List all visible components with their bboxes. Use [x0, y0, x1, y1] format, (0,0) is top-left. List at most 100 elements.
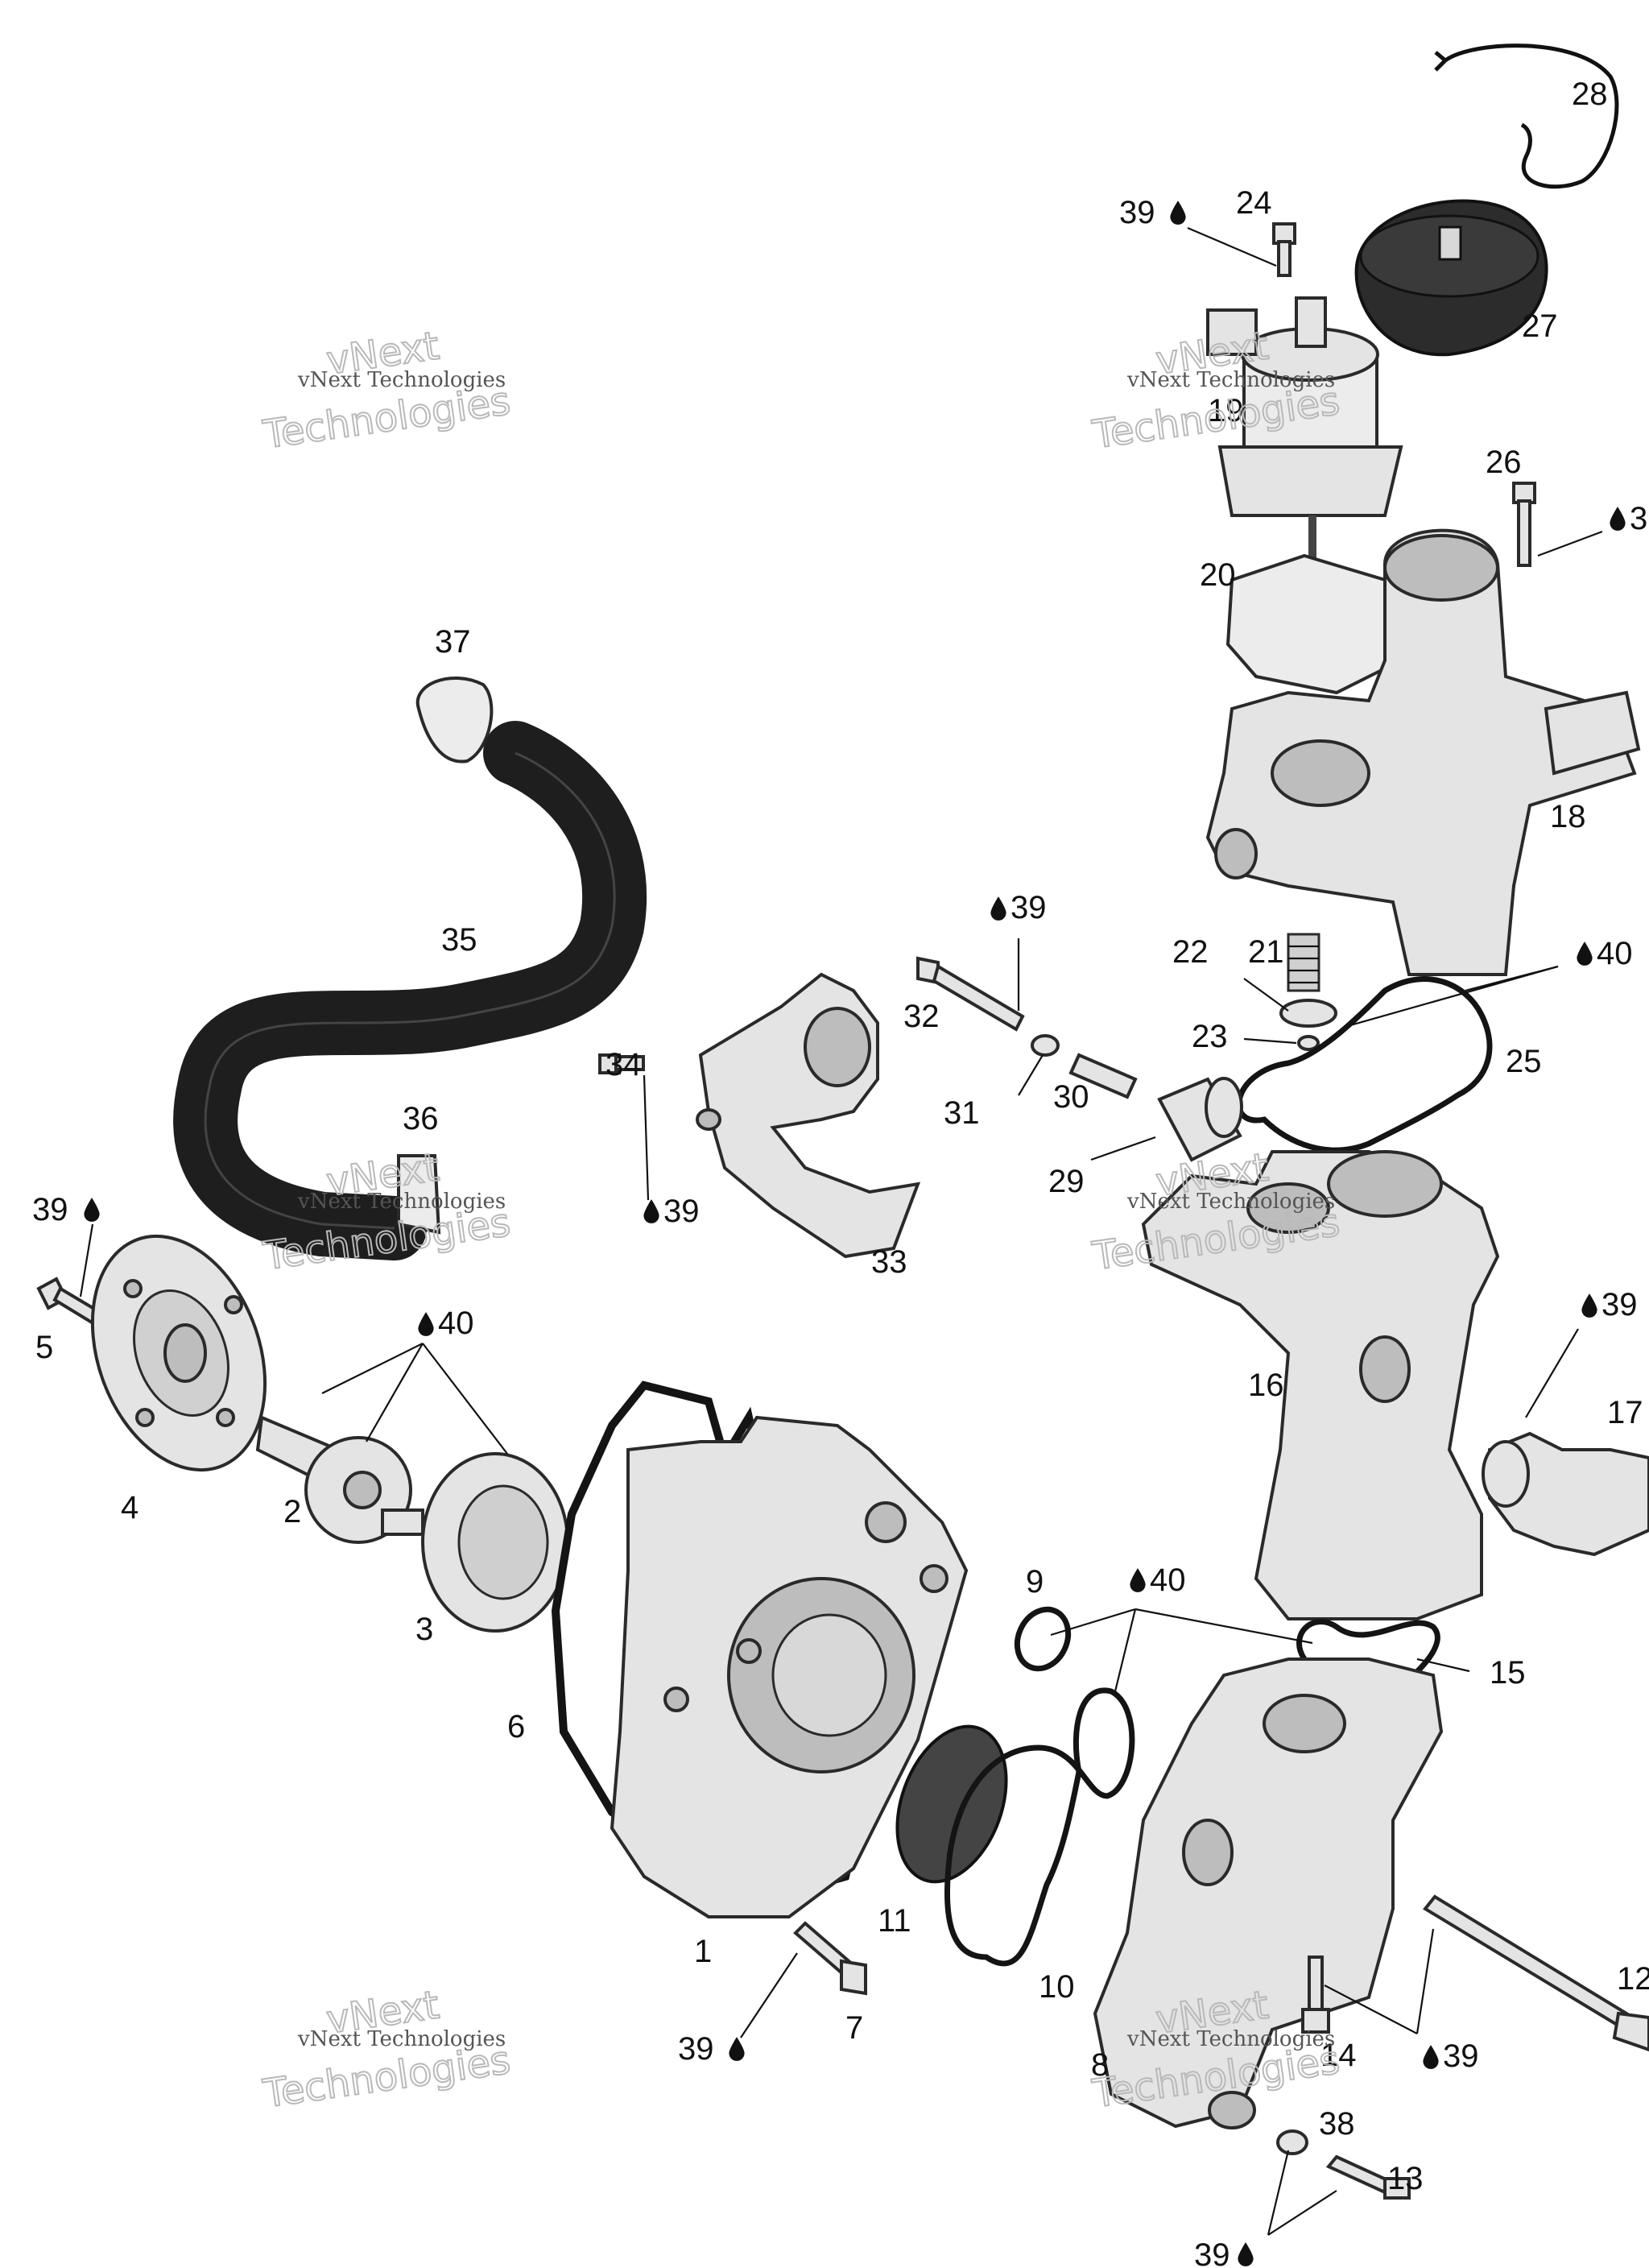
callout-4: 4: [121, 1490, 138, 1525]
bolt-32: [916, 956, 1025, 1032]
svg-text:vNext Technologies: vNext Technologies: [297, 368, 506, 392]
watermark: vNext vNext Technologies Technologies: [259, 1981, 514, 2117]
callout-5: 5: [35, 1330, 53, 1365]
svg-text:39: 39: [1194, 2237, 1230, 2268]
bolt-14: [1301, 1956, 1330, 2034]
washer-31: [1031, 1034, 1060, 1057]
drop-icon: [1581, 1293, 1597, 1318]
material-callout: 39: [32, 1192, 100, 1227]
drop-icon: [1610, 507, 1626, 531]
svg-text:40: 40: [1150, 1562, 1186, 1598]
material-callout: 39: [643, 1194, 700, 1229]
callout-10: 10: [1039, 1969, 1075, 2005]
callout-22: 22: [1172, 934, 1209, 970]
callout-37: 37: [435, 624, 471, 660]
bolt-7: [793, 1921, 867, 1996]
callout-33: 33: [871, 1244, 907, 1280]
callout-6: 6: [507, 1709, 525, 1744]
callout-12: 12: [1617, 1961, 1649, 1997]
drop-icon: [729, 2037, 745, 2061]
drop-icon: [418, 1312, 434, 1336]
washer-22: [1279, 999, 1337, 1028]
bolt-26: [1512, 482, 1536, 567]
bracket-33: [698, 972, 921, 1259]
wire-clip: [1444, 43, 1619, 189]
callout-14: 14: [1320, 2038, 1357, 2073]
material-callouts: 39 39 39 39 39 39 39 39: [32, 195, 1647, 2268]
bolt-5: [36, 1277, 101, 1325]
material-callout: 40: [1130, 1562, 1186, 1598]
bushing-29: [1157, 1077, 1243, 1162]
o-ring-25: [1236, 976, 1493, 1153]
material-callout: 39: [990, 890, 1047, 925]
callout-15: 15: [1490, 1655, 1526, 1691]
disc-11: [895, 1724, 1008, 1884]
drop-icon: [990, 896, 1006, 921]
callout-34: 34: [605, 1047, 642, 1082]
drop-icon: [84, 1198, 100, 1222]
gasket-20: [1225, 553, 1403, 695]
housing-8: [1093, 1658, 1444, 2129]
housing-18: [1205, 528, 1641, 976]
callout-17: 17: [1607, 1395, 1643, 1430]
callout-11: 11: [878, 1903, 911, 1939]
callout-21: 21: [1248, 934, 1284, 970]
drop-icon: [1238, 2242, 1254, 2266]
svg-text:39: 39: [678, 2031, 714, 2067]
svg-text:40: 40: [438, 1306, 474, 1341]
drop-icon: [1423, 2045, 1439, 2069]
clamp-36: [397, 1154, 441, 1235]
material-callout: 39: [1119, 195, 1186, 230]
callout-32: 32: [903, 999, 940, 1034]
callout-7: 7: [845, 2010, 863, 2046]
svg-text:39: 39: [1601, 1287, 1638, 1322]
svg-text:vNext Technologies: vNext Technologies: [1126, 368, 1335, 392]
pin-30: [1068, 1053, 1138, 1099]
bolt-34: [598, 1053, 645, 1074]
drop-icon: [643, 1199, 659, 1223]
svg-text:vNext Technologies: vNext Technologies: [297, 1190, 506, 1214]
callout-38: 38: [1319, 2106, 1355, 2142]
o-ring-9: [1014, 1606, 1072, 1672]
callout-13: 13: [1387, 2161, 1424, 2196]
svg-text:39: 39: [1443, 2038, 1479, 2074]
seal-23: [1297, 1035, 1320, 1051]
drop-icon: [1130, 1568, 1146, 1592]
material-callout: 3: [1610, 501, 1647, 536]
material-callout: 39: [1581, 1287, 1638, 1322]
svg-text:3: 3: [1630, 501, 1647, 536]
svg-text:vNext Technologies: vNext Technologies: [297, 2027, 506, 2051]
rotor-3: [421, 1452, 569, 1633]
callout-16: 16: [1248, 1368, 1284, 1403]
bolt-24: [1272, 222, 1296, 277]
callout-24: 24: [1236, 185, 1272, 221]
material-callout: 39: [678, 2031, 745, 2067]
callout-9: 9: [1026, 1564, 1044, 1600]
callout-36: 36: [403, 1101, 439, 1136]
material-callout: 40: [418, 1306, 474, 1341]
spring-21: [1287, 933, 1320, 992]
callout-30: 30: [1053, 1079, 1089, 1115]
material-callout: 39: [1423, 2038, 1479, 2074]
material-callout: 39: [1194, 2237, 1254, 2268]
drop-icon: [1577, 942, 1593, 966]
fitting-17: [1482, 1431, 1649, 1557]
rotor-2: [255, 1415, 424, 1544]
svg-text:39: 39: [663, 1194, 700, 1229]
callout-31: 31: [944, 1095, 980, 1131]
leader-lines: [79, 226, 1603, 2236]
callout-3: 3: [415, 1612, 433, 1647]
callout-28: 28: [1572, 77, 1608, 112]
svg-text:vNext Technologies: vNext Technologies: [1126, 2027, 1335, 2051]
callout-27: 27: [1522, 308, 1558, 344]
callout-8: 8: [1091, 2047, 1109, 2083]
callout-18: 18: [1550, 799, 1586, 834]
material-callout: 40: [1577, 936, 1633, 971]
callout-20: 20: [1200, 557, 1236, 593]
callout-35: 35: [441, 922, 477, 958]
callout-19: 19: [1208, 393, 1244, 428]
filler-cap: [1354, 199, 1548, 357]
callout-26: 26: [1486, 445, 1522, 480]
svg-text:39: 39: [1119, 195, 1155, 230]
